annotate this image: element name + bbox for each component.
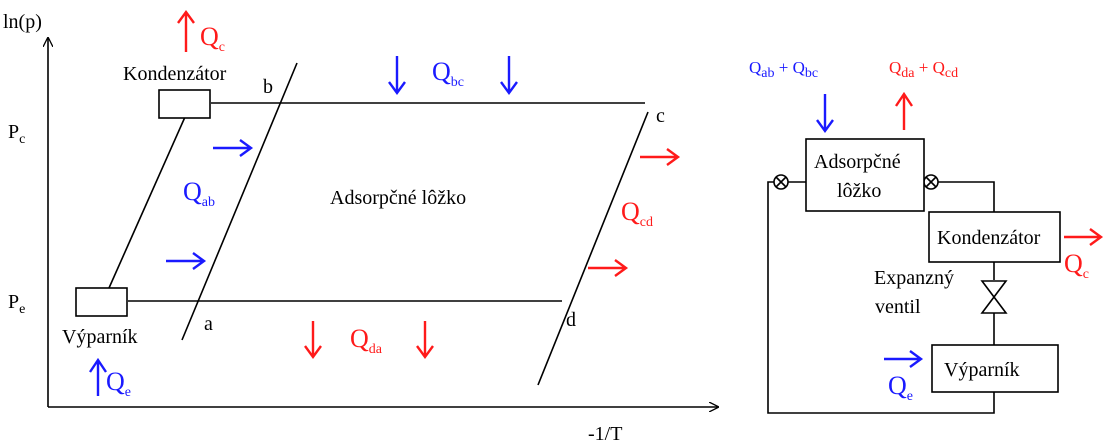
point-a: a <box>204 313 213 335</box>
bed-box <box>805 138 925 212</box>
valve-icon <box>923 174 939 190</box>
bed-line2: lôžko <box>837 180 881 202</box>
valve-icon <box>773 174 789 190</box>
qcd-label: Qcd <box>621 197 653 230</box>
arrow-up-icon <box>89 357 107 396</box>
arrow-right-icon <box>640 148 681 166</box>
arrow-right-icon <box>588 259 629 277</box>
arrow-right-icon <box>166 252 207 270</box>
qab-label: Qab <box>183 177 215 210</box>
expansion-valve-icon <box>980 280 1008 314</box>
qc-label-right: Qc <box>1064 249 1089 282</box>
heat-out-label: Qda + Qcd <box>889 58 958 81</box>
pipe-bed-condenser <box>936 181 995 212</box>
arrow-down-icon <box>416 321 434 360</box>
evaporator-box <box>931 344 1059 393</box>
valve-label-line1: Expanzný <box>874 267 954 289</box>
arrow-down-icon <box>500 56 518 96</box>
arrow-up-icon <box>177 9 195 52</box>
condenser-box <box>158 89 211 119</box>
bed-line1: Adsorpčné <box>814 151 901 173</box>
arrow-down-icon <box>388 56 406 96</box>
heat-in-label: Qab + Qbc <box>749 58 818 81</box>
qe-label: Qe <box>106 367 131 400</box>
point-b: b <box>263 76 273 98</box>
clapeyron-diagram: ln(p) -1/T Pc Pe Kondenzátor Výparník Ad… <box>3 9 718 442</box>
qbc-label: Qbc <box>432 57 464 90</box>
y-axis-label: ln(p) <box>3 11 42 33</box>
point-d: d <box>566 309 576 331</box>
device-schematic: Qab + Qbc Qda + Qcd Adsorpčné lôžko Kond… <box>749 58 1104 414</box>
condenser-label: Kondenzátor <box>937 227 1041 249</box>
qe-label-right: Qe <box>888 371 913 404</box>
evaporator-label: Výparník <box>62 326 138 348</box>
arrow-right-icon <box>884 350 924 368</box>
arrow-down-icon <box>816 94 834 134</box>
condenser-box <box>928 211 1061 263</box>
x-axis-label: -1/T <box>588 423 622 442</box>
pe-label: Pe <box>8 291 25 317</box>
arrow-down-icon <box>304 321 322 360</box>
evaporator-label: Výparník <box>944 359 1020 381</box>
condenser-label: Kondenzátor <box>123 63 227 85</box>
arrow-right-icon <box>1064 228 1104 246</box>
isostere-cd <box>537 111 649 386</box>
pc-label: Pc <box>8 121 25 147</box>
arrow-right-icon <box>213 139 254 157</box>
link-condenser-evaporator <box>108 116 186 289</box>
qc-label: Qc <box>200 22 225 55</box>
valve-label-line2: ventil <box>875 296 921 318</box>
point-c: c <box>656 105 665 127</box>
isostere-ab <box>181 62 298 341</box>
evaporator-box <box>75 287 128 317</box>
bed-label: Adsorpčné lôžko <box>330 187 466 209</box>
arrow-up-icon <box>895 91 913 130</box>
qda-label: Qda <box>350 324 383 357</box>
